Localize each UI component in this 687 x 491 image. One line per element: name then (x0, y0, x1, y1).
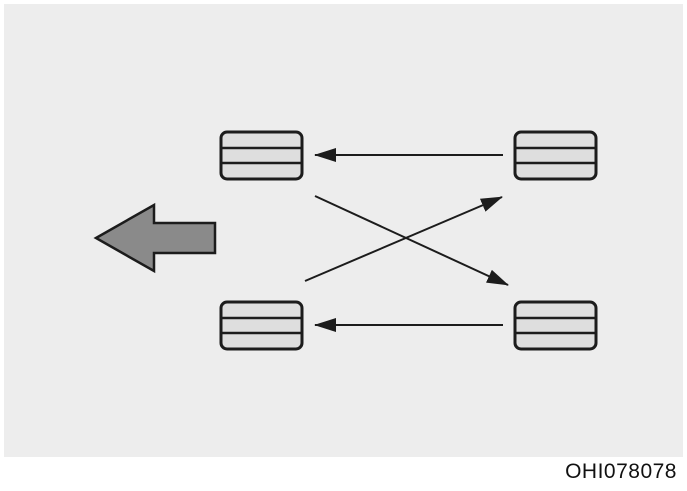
rotation-arrow-rl-to-fr (304, 196, 503, 282)
figure-code: OHI078078 (565, 460, 677, 483)
tire-rear-left-icon (219, 300, 304, 351)
tire-front-left-icon (219, 130, 304, 181)
tire-rear-right-icon (513, 300, 598, 351)
tire-front-right-icon (513, 130, 598, 181)
direction-arrow-icon (93, 202, 217, 274)
rotation-arrow-fl-to-rr (314, 195, 509, 286)
